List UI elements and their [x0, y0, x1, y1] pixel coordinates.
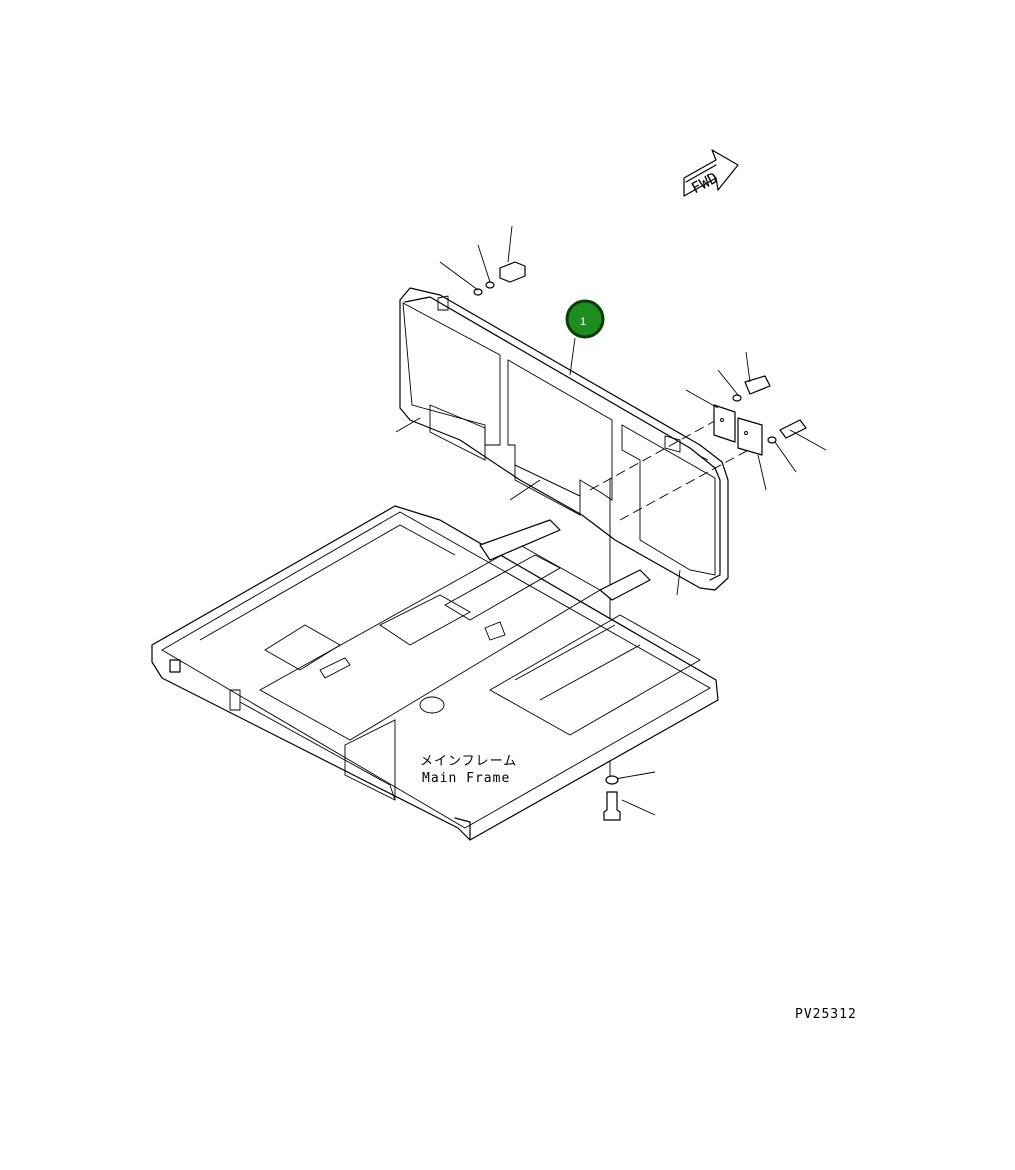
main-frame-label: メインフレーム Main Frame	[420, 754, 517, 786]
callout-circle[interactable]	[565, 299, 605, 339]
mounting-brackets	[713, 404, 763, 456]
main-frame	[151, 505, 719, 841]
washer-icon	[767, 436, 777, 444]
bolt-icon	[603, 791, 621, 821]
lock-washer-icon	[485, 281, 495, 289]
bolt-icon	[499, 261, 526, 283]
part-callout-1[interactable]: 1	[565, 299, 605, 339]
main-frame-label-jp: メインフレーム	[420, 754, 517, 769]
washer-icon	[732, 394, 742, 402]
leader-lines	[369, 225, 827, 816]
fwd-arrow: FWD	[683, 149, 739, 197]
bolt-icon	[744, 375, 771, 395]
washer-icon	[605, 775, 619, 785]
main-frame-label-en: Main Frame	[422, 771, 510, 786]
washer-icon	[473, 288, 483, 296]
callout-number: 1	[580, 316, 586, 328]
bolt-icon	[779, 419, 807, 439]
drawing-code: PV25312	[795, 1007, 857, 1022]
fasteners-bottom	[603, 775, 621, 821]
